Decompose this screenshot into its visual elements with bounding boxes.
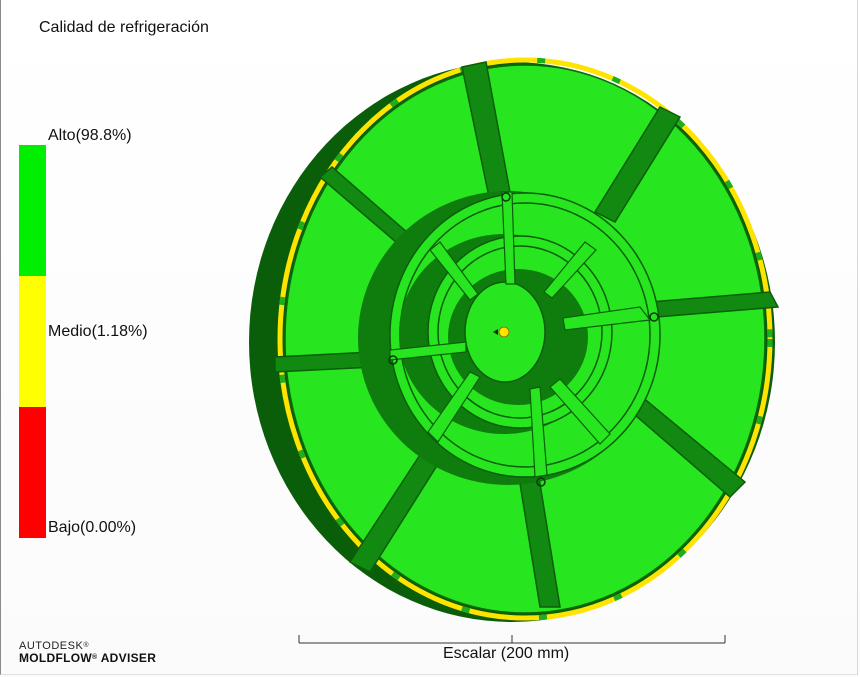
result-title: Calidad de refrigeración (39, 19, 209, 36)
scale-bar (298, 635, 726, 644)
brand-product: MOLDFLOW® ADVISER (19, 651, 157, 665)
brand-company: AUTODESK® (19, 640, 89, 652)
legend-color-high (19, 145, 46, 276)
inner-ring-inner-edge (437, 245, 603, 419)
legend-label-high: Alto(98.8%) (48, 127, 132, 144)
legend-color-low (19, 407, 46, 538)
legend-color-medium (19, 276, 46, 407)
part-model-3d-view[interactable] (240, 52, 800, 632)
scale-label: Escalar (200 mm) (443, 645, 570, 662)
brand-logo: AUTODESK® MOLDFLOW® ADVISER (19, 640, 156, 664)
gate-pointer (493, 329, 498, 335)
outer-edge (284, 64, 766, 614)
inner-ribs (389, 191, 652, 478)
rim-segment-marks (277, 57, 773, 621)
bolt-holes (388, 192, 659, 487)
injection-gate-marker[interactable] (498, 326, 510, 338)
legend-label-low: Bajo(0.00%) (48, 519, 137, 536)
legend-label-medium: Medio(1.18%) (48, 323, 148, 340)
